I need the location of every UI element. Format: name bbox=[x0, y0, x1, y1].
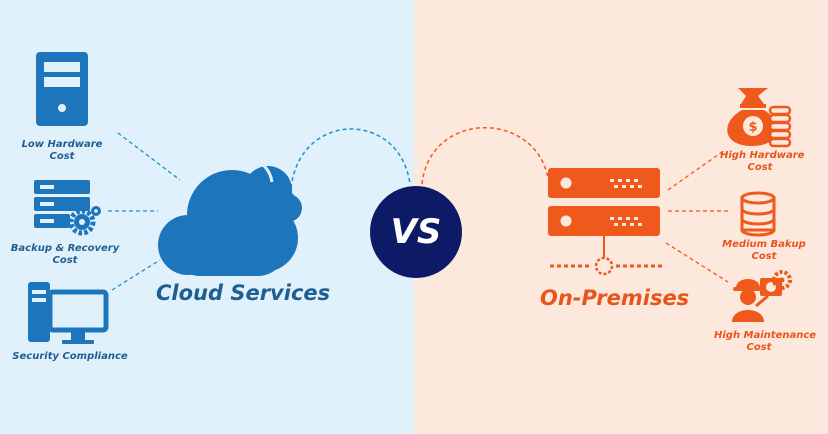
onprem-vs-connector bbox=[421, 127, 549, 185]
connector-low-hardware bbox=[117, 132, 181, 181]
cloud-icon bbox=[158, 156, 302, 276]
worker-gear-icon bbox=[732, 270, 792, 322]
cloud-services-title: Cloud Services bbox=[156, 281, 331, 305]
database-icon bbox=[740, 191, 776, 237]
server-gear-icon bbox=[34, 180, 101, 236]
on-premises-title: On-Premises bbox=[540, 286, 690, 310]
money-bag-coins-icon: $ bbox=[727, 88, 792, 148]
svg-text:$: $ bbox=[748, 120, 757, 135]
vs-badge: VS bbox=[370, 186, 462, 278]
connector-high-maintenance bbox=[665, 242, 729, 283]
connector-security bbox=[111, 259, 161, 291]
label-security-compliance: Security Compliance bbox=[12, 351, 128, 362]
cloud-vs-connector bbox=[290, 128, 411, 189]
server-tower-icon bbox=[36, 52, 88, 126]
computer-monitor-icon bbox=[28, 282, 109, 344]
server-rack-icon bbox=[548, 168, 662, 276]
